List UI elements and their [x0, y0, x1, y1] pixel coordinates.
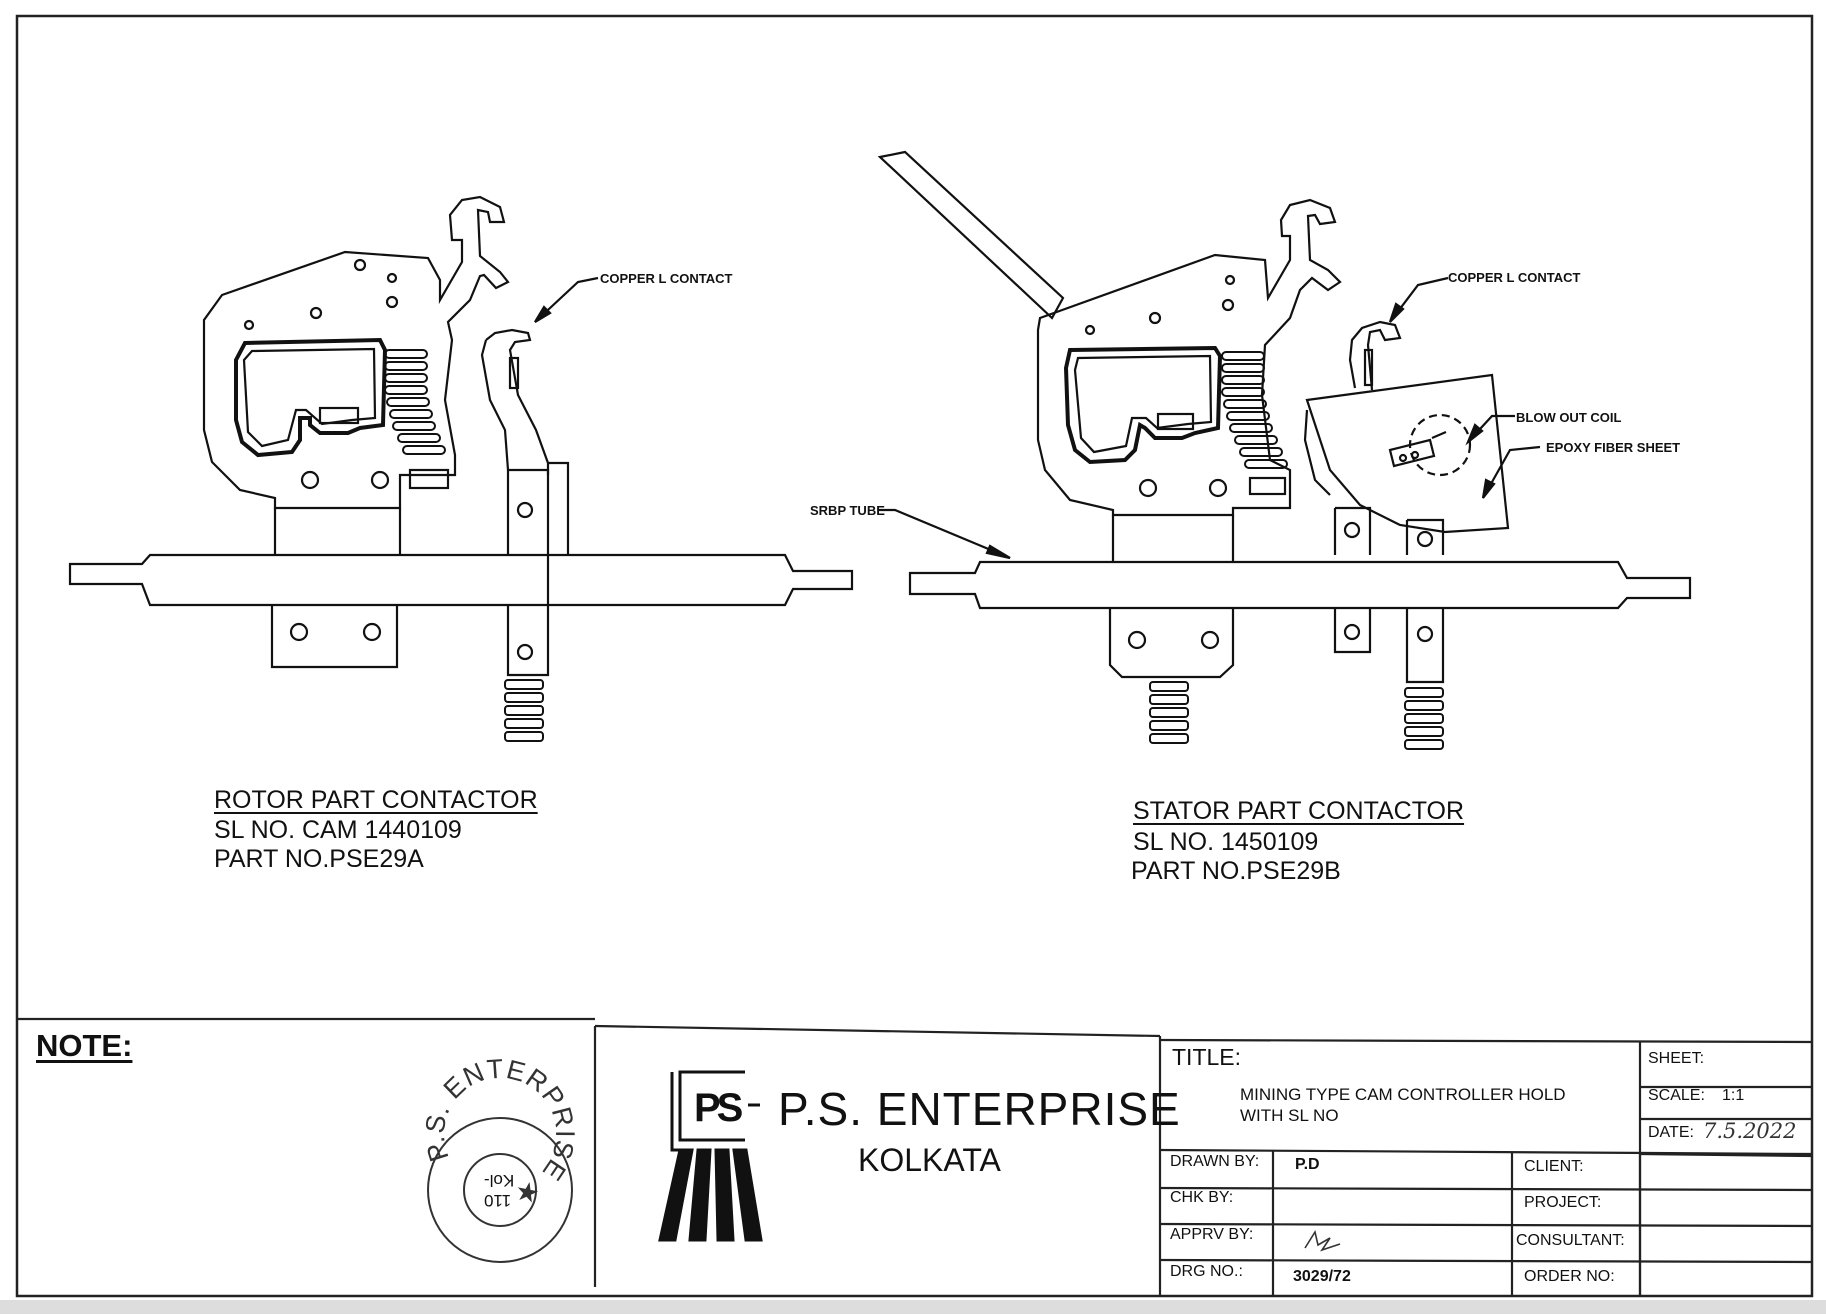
rotor-title: ROTOR PART CONTACTOR	[214, 786, 538, 814]
company-logo	[658, 1070, 763, 1242]
stator-lower-spring-right	[1404, 687, 1444, 750]
srbp-tube-label: SRBP TUBE	[810, 503, 885, 518]
stator-epoxy-sheet	[1305, 373, 1510, 534]
rotor-cavity	[234, 337, 388, 458]
client-label: CLIENT:	[1524, 1158, 1584, 1175]
rotor-bracket-upper	[273, 508, 402, 555]
title-block-frame	[17, 1017, 1813, 1297]
company-stamp: P.S. ENTERPRISE ★	[420, 1054, 579, 1263]
rotor-bracket-lower	[270, 605, 399, 669]
stator-contactor-drawing	[877, 150, 1692, 750]
logo-letters: PS	[694, 1086, 743, 1130]
title-line2: WITH SL NO	[1240, 1106, 1339, 1125]
stator-lever	[877, 150, 1065, 320]
drawn-by-value: P.D	[1295, 1156, 1320, 1173]
drawn-by-label: DRAWN BY:	[1170, 1153, 1260, 1170]
rotor-contactor-drawing	[68, 195, 854, 742]
sheet-label: SHEET:	[1648, 1050, 1705, 1067]
rotor-shaft	[68, 553, 854, 607]
rotor-lower-spring	[504, 679, 544, 742]
consultant-label: CONSULTANT:	[1516, 1232, 1625, 1249]
company-city: KOLKATA	[858, 1142, 1001, 1178]
drg-no-label: DRG NO.:	[1170, 1263, 1243, 1280]
rotor-contact-arm	[480, 328, 570, 555]
stator-title: STATOR PART CONTACTOR	[1133, 797, 1465, 825]
apprv-by-label: APPRV BY:	[1170, 1226, 1254, 1243]
rotor-body	[202, 195, 510, 510]
stator-body	[1036, 198, 1342, 517]
project-label: PROJECT:	[1524, 1194, 1602, 1211]
company-name: P.S. ENTERPRISE	[778, 1083, 1181, 1135]
scale-label: SCALE:	[1648, 1087, 1705, 1104]
stator-lower-spring-left	[1149, 681, 1189, 744]
rotor-sl-no: SL NO. CAM 1440109	[214, 816, 462, 844]
date-label: DATE:	[1648, 1124, 1694, 1141]
stamp-center-line2: 110	[484, 1191, 512, 1210]
sheet-border	[15, 14, 1814, 1298]
rotor-spring	[384, 349, 446, 455]
note-heading: NOTE:	[36, 1028, 133, 1063]
approval-signature	[1304, 1229, 1341, 1252]
epoxy-fiber-sheet-label: EPOXY FIBER SHEET	[1546, 440, 1681, 455]
rotor-copper-l-contact-label: COPPER L CONTACT	[600, 271, 733, 286]
date-value: 7.5.2022	[1703, 1119, 1797, 1143]
blow-out-coil-label: BLOW OUT COIL	[1516, 410, 1622, 425]
scale-value: 1:1	[1722, 1087, 1745, 1104]
drg-no-value: 3029/72	[1293, 1268, 1351, 1285]
title-label: TITLE:	[1172, 1044, 1242, 1070]
stamp-center-line1: Kol-	[484, 1171, 515, 1190]
order-no-label: ORDER NO:	[1524, 1268, 1615, 1285]
stator-cavity	[1063, 345, 1223, 465]
title-line1: MINING TYPE CAM CONTROLLER HOLD	[1240, 1085, 1566, 1104]
stator-shaft	[908, 560, 1692, 610]
chk-by-label: CHK BY:	[1170, 1189, 1234, 1206]
stator-spring	[1221, 351, 1288, 469]
rotor-part-no: PART NO.PSE29A	[214, 845, 424, 873]
stator-sl-no: SL NO. 1450109	[1133, 828, 1319, 856]
stator-part-no: PART NO.PSE29B	[1131, 857, 1341, 885]
stator-copper-l-contact-label: COPPER L CONTACT	[1448, 270, 1581, 285]
